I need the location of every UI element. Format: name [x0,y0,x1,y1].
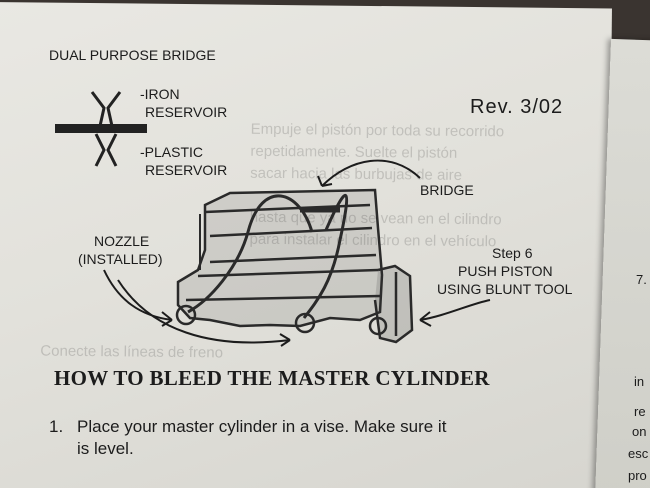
master-cylinder-drawing [175,188,414,344]
right-page-line: pro [628,468,647,483]
installed-label: (INSTALLED) [78,251,163,267]
right-page-number: 7. [636,272,647,287]
right-page-line: in [634,374,645,389]
diagram-title: DUAL PURPOSE BRIDGE [49,47,216,63]
iron-label: -IRON [140,86,180,102]
callout-arrows [103,159,491,347]
bridge-label: BRIDGE [420,182,474,198]
right-page-line: re [634,404,646,419]
step-label: Step 6 [492,245,533,261]
revision-label: Rev. 3/02 [470,96,564,118]
plastic-label: -PLASTIC [140,144,204,160]
step-text-line-2: is level. [77,439,134,458]
right-page-line: on [632,424,647,439]
step-text-line-1: Place your master cylinder in a vise. Ma… [77,417,447,436]
iron-reservoir-label: RESERVOIR [145,104,228,120]
push-piston-label: PUSH PISTON [458,263,553,279]
step-number: 1. [49,417,64,436]
bridge-symbol [55,91,147,167]
section-heading: HOW TO BLEED THE MASTER CYLINDER [54,366,490,390]
blunt-tool-label: USING BLUNT TOOL [437,281,573,297]
right-page-line: esc [628,446,649,461]
plastic-reservoir-label: RESERVOIR [145,162,228,178]
nozzle-label: NOZZLE [94,233,150,249]
